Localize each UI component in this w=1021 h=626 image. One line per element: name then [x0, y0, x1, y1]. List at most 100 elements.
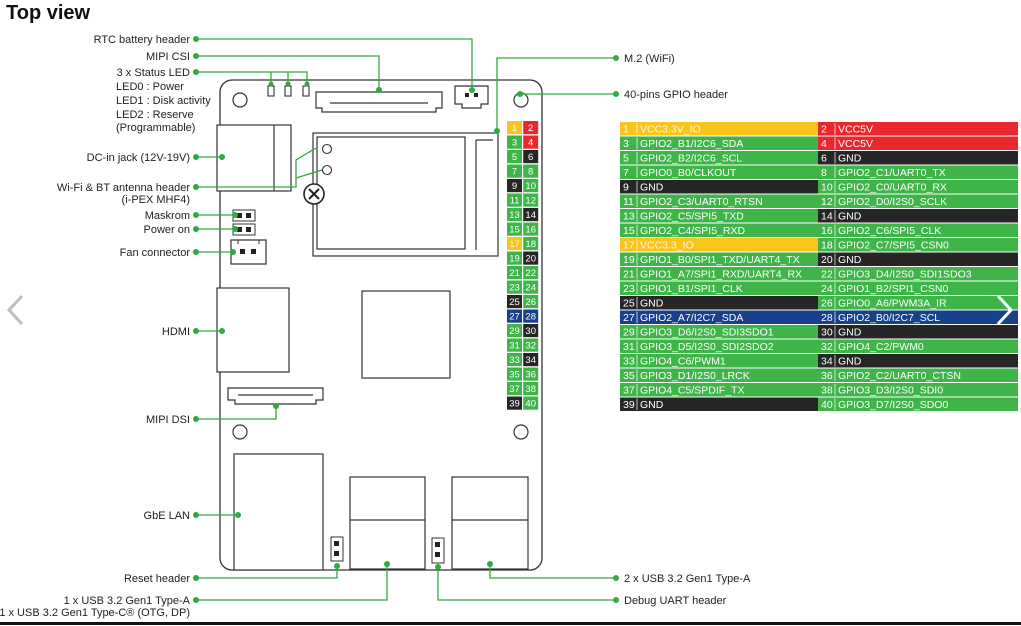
svg-text:40: 40 [525, 398, 536, 409]
label-usb-c: 1 x USB 3.2 Gen1 Type-C® (OTG, DP) [0, 607, 190, 619]
status-led-0 [267, 85, 275, 97]
svg-text:26: 26 [821, 298, 833, 310]
chevron-right-icon[interactable] [992, 290, 1016, 330]
page-title: Top view [6, 2, 91, 24]
board-pin-12: 12 [523, 193, 539, 207]
svg-text:18: 18 [821, 240, 833, 252]
svg-text:GPIO4_C5/SPDIF_TX: GPIO4_C5/SPDIF_TX [640, 385, 744, 397]
svg-text:GPIO4_C2/PWM0: GPIO4_C2/PWM0 [838, 341, 924, 353]
label-led0: LED0 : Power [116, 81, 184, 93]
mounting-hole [232, 92, 248, 108]
mounting-hole [513, 424, 529, 440]
board-pin-36: 36 [523, 367, 539, 381]
label-led1: LED1 : Disk activity [116, 95, 211, 107]
svg-text:GPIO0_A6/PWM3A_IR: GPIO0_A6/PWM3A_IR [838, 298, 947, 310]
svg-text:36: 36 [821, 370, 833, 382]
svg-text:GND: GND [838, 356, 862, 368]
svg-text:27: 27 [623, 312, 635, 324]
board-pin-10: 10 [523, 179, 539, 193]
svg-text:2: 2 [528, 123, 533, 134]
board-pin-5: 5 [507, 150, 522, 164]
board-pin-17: 17 [507, 237, 522, 251]
svg-text:24: 24 [525, 282, 536, 293]
svg-text:35: 35 [623, 370, 635, 382]
leader-debug-uart [437, 567, 616, 601]
svg-text:GPIO2_C4/SPI5_RXD: GPIO2_C4/SPI5_RXD [640, 225, 745, 237]
svg-text:17: 17 [509, 239, 520, 250]
svg-text:11: 11 [623, 196, 634, 208]
svg-text:32: 32 [525, 340, 536, 351]
board-pin-8: 8 [523, 164, 539, 178]
svg-text:GPIO1_A7/SPI1_RXD/UART4_RX: GPIO1_A7/SPI1_RXD/UART4_RX [640, 269, 802, 281]
board-pin-1: 1 [507, 121, 522, 135]
label-mipi-csi: MIPI CSI [146, 51, 190, 63]
svg-text:5: 5 [512, 152, 517, 163]
svg-text:VCC3.3V_IO: VCC3.3V_IO [640, 124, 701, 136]
board-pin-34: 34 [523, 353, 539, 367]
pin-row-2: 2 VCC5V [818, 122, 1018, 136]
svg-text:20: 20 [525, 253, 536, 264]
svg-text:20: 20 [821, 254, 833, 266]
svg-text:2: 2 [821, 124, 827, 136]
svg-text:12: 12 [821, 196, 833, 208]
svg-text:11: 11 [510, 195, 520, 206]
board-pin-22: 22 [523, 266, 539, 280]
svg-text:36: 36 [525, 369, 536, 380]
label-gbe: GbE LAN [144, 510, 191, 522]
pin-row-15: 15 GPIO2_C4/SPI5_RXD [620, 223, 818, 237]
svg-text:GPIO2_C1/UART0_TX: GPIO2_C1/UART0_TX [838, 167, 946, 179]
svg-text:34: 34 [525, 355, 536, 366]
svg-text:3: 3 [623, 138, 629, 150]
label-mipi-dsi: MIPI DSI [146, 414, 190, 426]
svg-text:7: 7 [623, 167, 629, 179]
svg-text:GND: GND [838, 211, 862, 223]
svg-text:25: 25 [623, 298, 635, 310]
svg-text:14: 14 [821, 211, 833, 223]
board-pin-33: 33 [507, 353, 522, 367]
label-maskrom: Maskrom [145, 210, 190, 222]
svg-text:GPIO3_D5/I2S0_SDI2SDO2: GPIO3_D5/I2S0_SDI2SDO2 [640, 341, 774, 353]
svg-text:VCC5V: VCC5V [838, 124, 873, 136]
svg-text:22: 22 [525, 268, 536, 279]
svg-text:GND: GND [640, 399, 664, 411]
label-dc-jack: DC-in jack (12V-19V) [87, 152, 190, 164]
svg-text:6: 6 [528, 152, 533, 163]
svg-text:GND: GND [640, 298, 664, 310]
board-pin-18: 18 [523, 237, 539, 251]
label-programmable: (Programmable) [116, 122, 195, 134]
svg-text:15: 15 [509, 224, 520, 235]
svg-text:GPIO0_B0/CLKOUT: GPIO0_B0/CLKOUT [640, 167, 737, 179]
soc-chip [361, 290, 451, 379]
svg-text:26: 26 [525, 297, 536, 308]
svg-text:GPIO4_C6/PWM1: GPIO4_C6/PWM1 [640, 356, 726, 368]
svg-text:29: 29 [623, 327, 635, 339]
board-pin-23: 23 [507, 280, 522, 294]
svg-text:19: 19 [623, 254, 635, 266]
svg-text:4: 4 [528, 137, 533, 148]
svg-text:4: 4 [821, 138, 827, 150]
svg-text:15: 15 [623, 225, 635, 237]
svg-text:30: 30 [821, 327, 833, 339]
svg-text:35: 35 [509, 369, 520, 380]
svg-text:GND: GND [838, 254, 862, 266]
svg-text:VCC5V: VCC5V [838, 138, 873, 150]
chevron-left-icon[interactable] [4, 290, 28, 330]
svg-text:29: 29 [509, 326, 520, 337]
svg-text:31: 31 [509, 340, 520, 351]
svg-text:GND: GND [838, 153, 862, 165]
mipi-dsi-connector [227, 387, 324, 405]
fan-connector [230, 239, 267, 265]
svg-text:GPIO1_B2/SPI1_CSN0: GPIO1_B2/SPI1_CSN0 [838, 283, 948, 295]
